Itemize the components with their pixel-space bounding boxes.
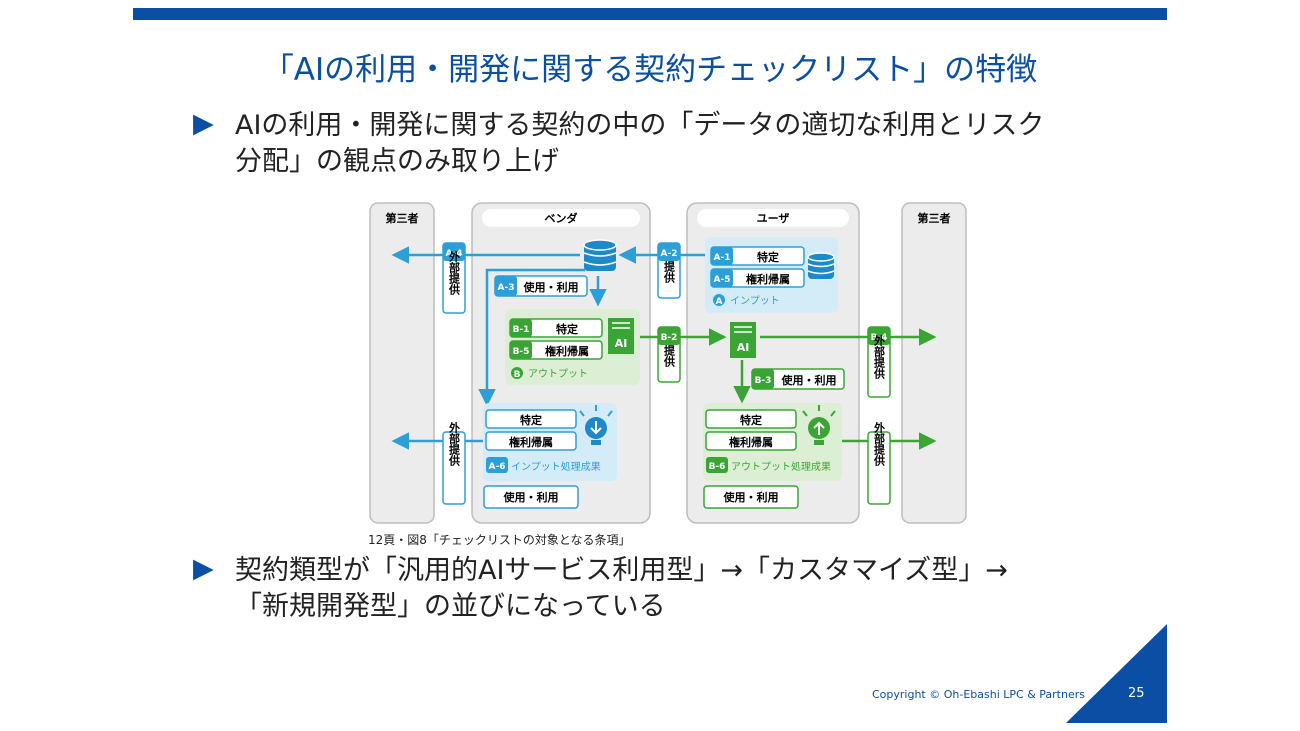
svg-text:提供: 提供 (663, 344, 677, 368)
label-a6-external-provision: 外部提供 (442, 421, 466, 505)
label-a3-use: A-3 使用・利用 (494, 275, 588, 297)
ai-document-icon: AI (608, 318, 634, 354)
svg-text:A-2: A-2 (661, 249, 678, 259)
svg-text:外部提供: 外部提供 (448, 250, 462, 296)
svg-text:インプット: インプット (730, 295, 780, 307)
vendor-use-box: 使用・利用 (483, 485, 579, 509)
svg-text:外部提供: 外部提供 (448, 421, 462, 467)
svg-text:B: B (514, 370, 521, 380)
bullet-1-line-1: AIの利用・開発に関する契約の中の「データの適切な利用とリスク (235, 110, 1045, 141)
vendor-input-result-box: 特定 権利帰属 A-6 インプット処理成果 (483, 403, 617, 481)
svg-text:A-1: A-1 (714, 253, 731, 263)
top-accent-bar (133, 8, 1167, 20)
svg-text:使用・利用: 使用・利用 (723, 490, 779, 504)
column-third-party-right: 第三者 (901, 202, 967, 524)
label-a2-provision: A-2 提供 (657, 242, 681, 299)
svg-text:アウトプット処理成果: アウトプット処理成果 (731, 460, 831, 473)
svg-text:提供: 提供 (663, 260, 677, 284)
label-b2-provision: B-2 提供 (657, 326, 681, 383)
svg-text:B-3: B-3 (755, 376, 772, 386)
bullet-marker: ▶ (193, 108, 214, 139)
label-a4-external-provision: A-4 外部提供 (442, 242, 466, 314)
figure-caption: 12頁・図8「チェックリストの対象となる条項」 (368, 533, 631, 547)
label-b4-external-provision: B-4 外部提供 (867, 326, 891, 398)
label-b6-external-provision: 外部提供 (867, 421, 891, 505)
svg-text:AI: AI (615, 337, 628, 350)
svg-text:B-5: B-5 (513, 347, 530, 357)
user-input-box: A-1 特定 A-5 権利帰属 A インプット (705, 237, 838, 313)
bullet-marker: ▶ (193, 553, 214, 584)
svg-text:B-2: B-2 (661, 333, 678, 343)
svg-text:B-4: B-4 (871, 333, 888, 343)
lightbulb-icon (579, 405, 613, 445)
bullet-2-line-2: 「新規開発型」の並びになっている (235, 591, 666, 622)
slide-title: 「AIの利用・開発に関する契約チェックリスト」の特徴 (262, 52, 1038, 88)
svg-text:外部提供: 外部提供 (873, 334, 887, 380)
svg-text:A-4: A-4 (446, 249, 463, 259)
svg-text:使用・利用: 使用・利用 (781, 373, 837, 387)
bullet-2-line-1: 契約類型が「汎用的AIサービス利用型」→「カスタマイズ型」→ (235, 555, 1008, 586)
database-icon (807, 252, 835, 279)
copyright-notice: Copyright © Oh-Ebashi LPC & Partners (872, 688, 1085, 701)
third-party-right-label: 第三者 (918, 211, 951, 225)
svg-text:権利帰属: 権利帰属 (729, 435, 773, 449)
vendor-label: ベンダ (545, 211, 578, 225)
bullet-text-1: AIの利用・開発に関する契約の中の「データの適切な利用とリスク 分配」の観点のみ… (235, 108, 1135, 180)
svg-text:権利帰属: 権利帰属 (545, 344, 589, 358)
svg-text:アウトプット: アウトプット (528, 368, 588, 380)
svg-text:使用・利用: 使用・利用 (523, 280, 579, 294)
user-use-box: 使用・利用 (703, 485, 799, 509)
svg-text:AI: AI (737, 341, 750, 354)
svg-text:特定: 特定 (556, 322, 578, 336)
lightbulb-icon (802, 405, 836, 445)
svg-text:B-6: B-6 (709, 462, 726, 472)
page-number: 25 (1128, 686, 1145, 701)
column-third-party-left: 第三者 (369, 202, 435, 524)
ai-document-icon: AI (730, 322, 756, 358)
user-output-result-box: 特定 権利帰属 B-6 アウトプット処理成果 (703, 403, 842, 481)
corner-triangle-decoration (1066, 624, 1167, 723)
svg-text:B-1: B-1 (513, 325, 530, 335)
svg-text:外部提供: 外部提供 (873, 421, 887, 467)
vendor-output-box: B-1 特定 B-5 権利帰属 B アウトプット AI (505, 309, 640, 385)
label-b3-use: B-3 使用・利用 (751, 368, 845, 390)
svg-text:A-3: A-3 (498, 283, 515, 293)
svg-text:使用・利用: 使用・利用 (503, 490, 559, 504)
svg-text:特定: 特定 (740, 413, 762, 427)
arrow-a3 (478, 268, 585, 407)
svg-text:A: A (716, 297, 723, 307)
third-party-left-label: 第三者 (386, 211, 419, 225)
bullet-1-line-2: 分配」の観点のみ取り上げ (235, 146, 559, 177)
svg-text:権利帰属: 権利帰属 (509, 435, 553, 449)
svg-text:特定: 特定 (520, 413, 542, 427)
svg-text:インプット処理成果: インプット処理成果 (511, 460, 601, 473)
svg-text:A-5: A-5 (714, 275, 731, 285)
bullet-text-2: 契約類型が「汎用的AIサービス利用型」→「カスタマイズ型」→ 「新規開発型」の並… (235, 553, 1135, 625)
database-icon (583, 239, 617, 271)
svg-text:A-6: A-6 (489, 462, 506, 472)
svg-text:特定: 特定 (757, 250, 779, 264)
svg-text:権利帰属: 権利帰属 (746, 272, 790, 286)
user-label: ユーザ (757, 212, 790, 225)
